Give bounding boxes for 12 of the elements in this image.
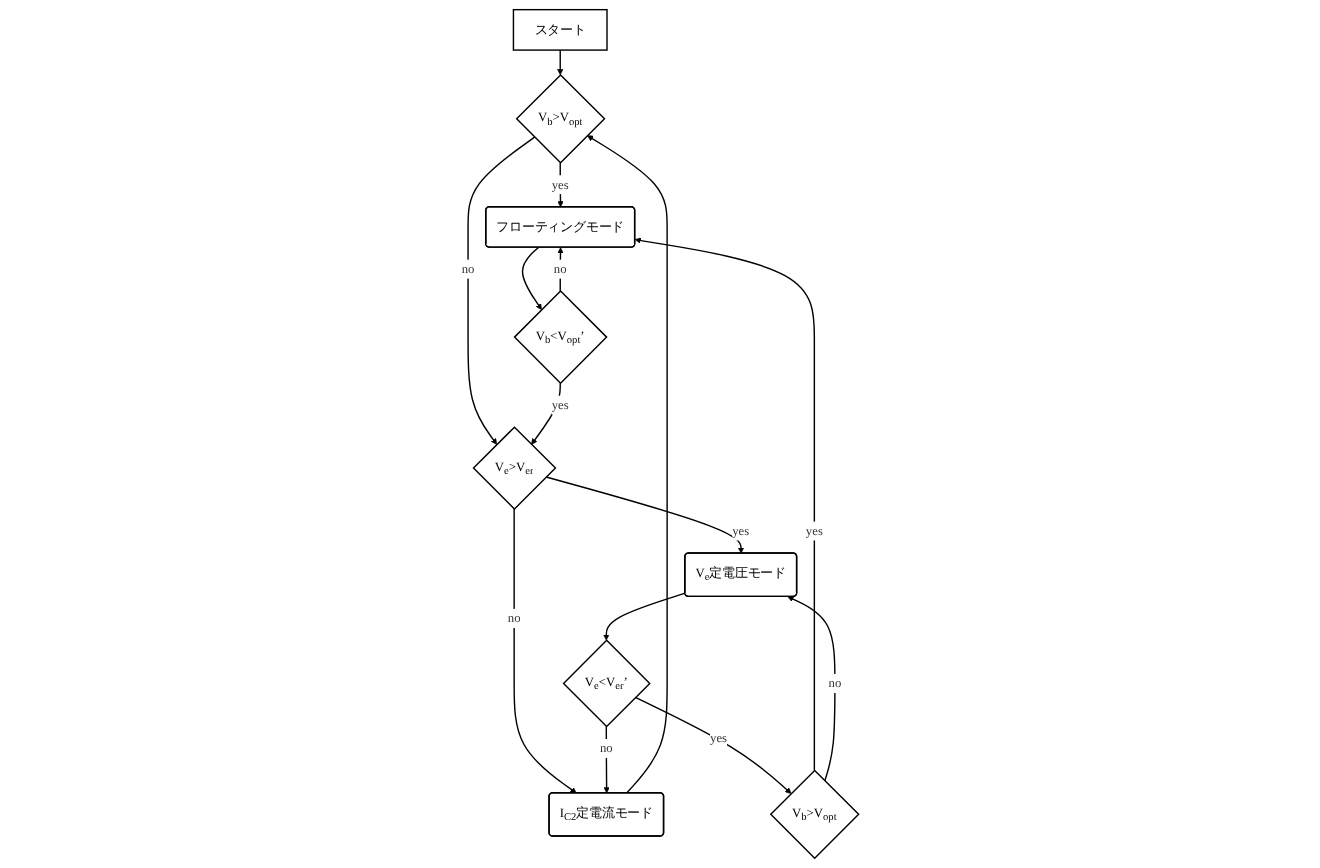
arrow	[557, 247, 564, 292]
arrow	[603, 592, 686, 641]
arrow	[556, 49, 564, 76]
arrow	[467, 136, 536, 445]
arrow	[603, 725, 610, 794]
arrow	[545, 476, 744, 554]
arrow	[586, 135, 668, 794]
arrow	[787, 596, 836, 782]
arrow	[634, 696, 792, 794]
arrow	[634, 237, 815, 772]
arrow	[513, 508, 577, 794]
arrow	[521, 246, 542, 310]
